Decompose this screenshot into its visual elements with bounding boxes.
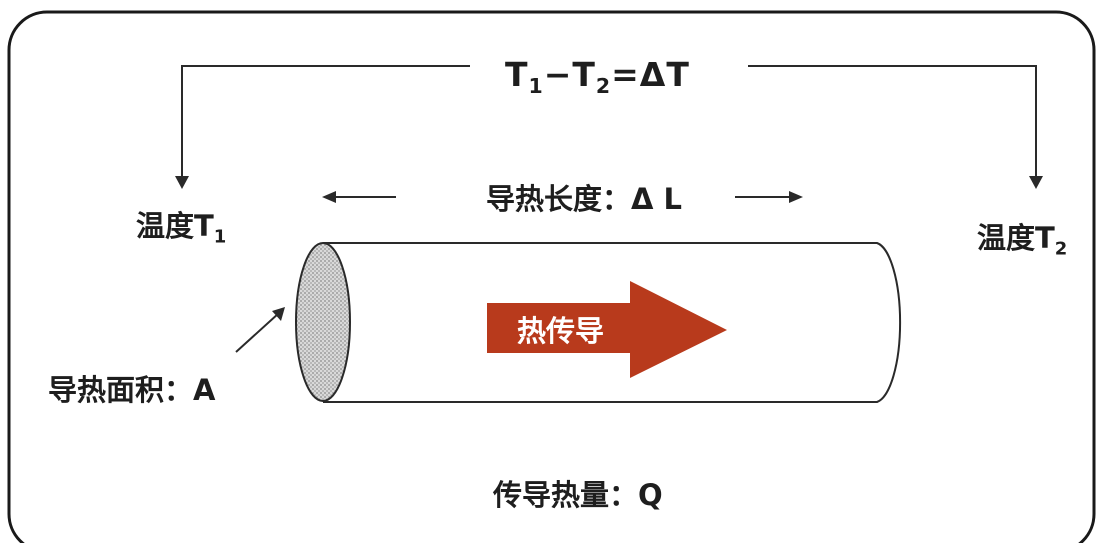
temperature-right-label: 温度T2: [977, 221, 1068, 260]
right-bracket-line: [748, 65, 1037, 178]
conducted-heat-label: 传导热量：Q: [493, 478, 663, 512]
outer-frame: [7, 10, 1096, 547]
area-pointer-head: [272, 307, 285, 321]
cylinder-cross-section: [295, 242, 351, 402]
conduction-area-label: 导热面积：A: [48, 373, 216, 407]
left-bracket-line: [181, 65, 470, 178]
conduction-length-label: 导热长度：Δ L: [486, 182, 683, 216]
heat-flow-arrow: [487, 281, 727, 378]
length-arrow-right-head: [789, 191, 803, 203]
temperature-difference-formula: T1−T2=ΔT: [505, 55, 690, 99]
area-pointer-line: [235, 312, 280, 353]
left-bracket-arrowhead: [175, 176, 189, 189]
heat-flow-label: 热传导: [517, 314, 604, 348]
right-bracket-arrowhead: [1029, 176, 1043, 189]
temperature-left-label: 温度T1: [136, 209, 227, 248]
length-arrow-left-head: [322, 191, 336, 203]
